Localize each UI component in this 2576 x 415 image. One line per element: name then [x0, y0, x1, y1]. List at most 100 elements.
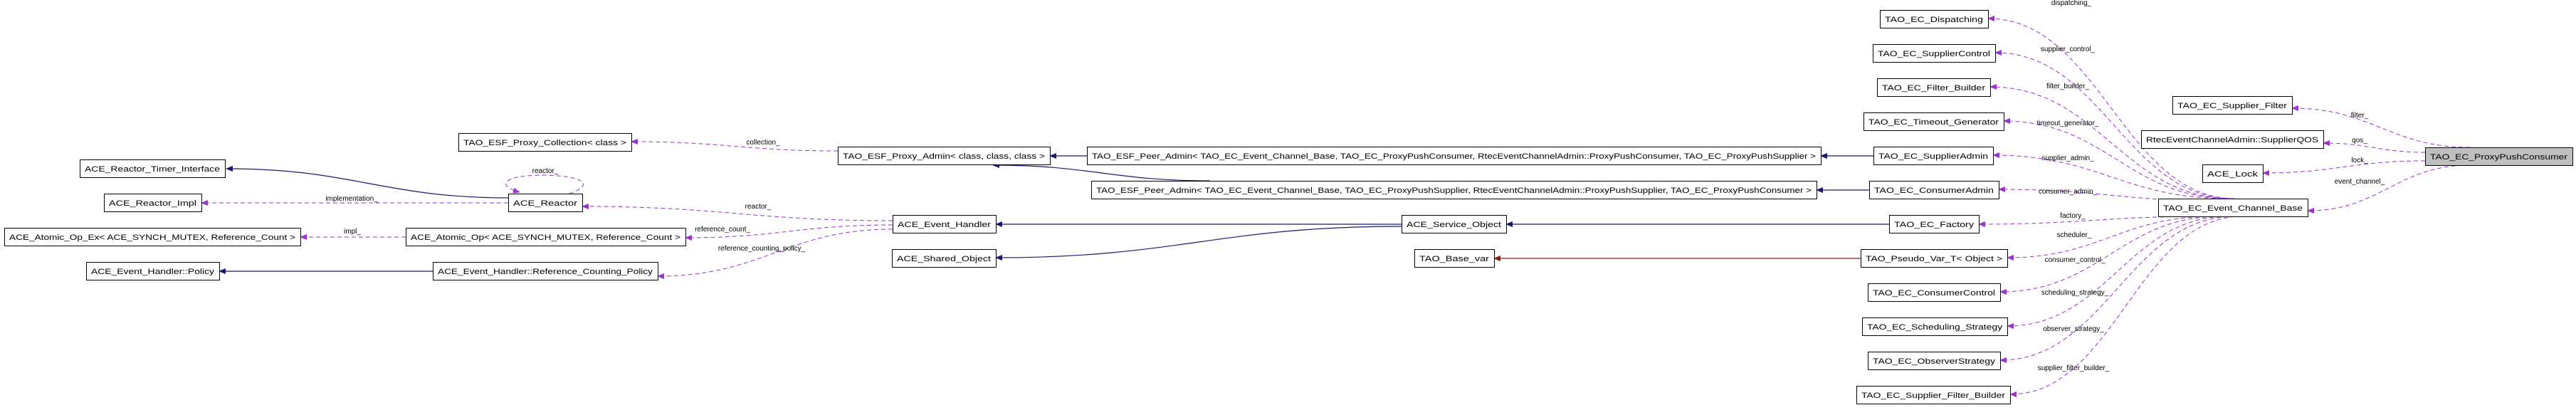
class-node-re[interactable]: ACE_Reactor: [508, 194, 583, 212]
edge-ecb-to-sa: supplier_admin_: [1992, 152, 2230, 199]
nodes-layer: TAO_EC_DispatchingTAO_EC_SupplierControl…: [4, 10, 2573, 404]
edge-ppc-to-ecb: event_channel_: [2307, 164, 2471, 214]
class-box: [406, 228, 686, 246]
class-box: [458, 133, 632, 152]
class-node-ri[interactable]: ACE_Reactor_Impl: [104, 194, 202, 212]
edge-label: consumer_control_: [2044, 256, 2105, 264]
inheritance-arrow: [226, 166, 510, 199]
edge-ecb-to-supctl: supplier_control_: [1994, 46, 2234, 199]
usage-arrow: [582, 204, 893, 221]
class-box: [508, 194, 583, 212]
class-name: TAO_EC_ProxyPushConsumer: [2430, 153, 2567, 162]
class-name: TAO_EC_ConsumerAdmin: [1874, 187, 1994, 195]
class-name: TAO_ESF_Proxy_Admin< class, class, class…: [843, 152, 1045, 161]
class-name: ACE_Reactor: [513, 199, 577, 208]
class-node-cc[interactable]: TAO_EC_ConsumerControl: [1868, 283, 2001, 302]
class-name: ACE_Lock: [2207, 170, 2259, 179]
inheritance-arrow: [995, 226, 1402, 261]
class-box: [2158, 199, 2308, 217]
class-node-pol[interactable]: ACE_Event_Handler::Policy: [86, 262, 220, 280]
class-node-so[interactable]: ACE_Service_Object: [1402, 215, 1507, 233]
class-name: TAO_Base_var: [1419, 255, 1489, 263]
class-node-rti[interactable]: ACE_Reactor_Timer_Interface: [80, 159, 226, 178]
class-box: [1889, 215, 1980, 233]
class-box: [1861, 249, 2008, 268]
class-node-ppc[interactable]: TAO_EC_ProxyPushConsumer: [2425, 147, 2573, 166]
edge-label: filter_builder_: [2046, 83, 2089, 90]
edge-ecb-to-os: observer_strategy_: [1999, 216, 2236, 363]
class-box: [2141, 130, 2324, 149]
class-box: [1863, 112, 2004, 131]
class-box: [893, 215, 997, 233]
class-box: [2425, 147, 2573, 166]
usage-arrow: [2323, 140, 2426, 153]
class-name: TAO_EC_SupplierControl: [1878, 50, 1990, 58]
class-node-fb[interactable]: TAO_EC_Filter_Builder: [1877, 78, 1991, 97]
edge-ppc-to-qos: qos_: [2323, 137, 2426, 153]
class-name: TAO_EC_Scheduling_Strategy: [1867, 323, 2003, 332]
class-node-eh[interactable]: ACE_Event_Handler: [893, 215, 997, 233]
class-box: [892, 249, 997, 268]
class-node-ecb[interactable]: TAO_EC_Event_Channel_Base: [2158, 199, 2308, 217]
edge-label: event_channel_: [2335, 178, 2385, 186]
class-box: [1880, 10, 1989, 28]
edges-layer: implementation_reactor_impl_collection_r…: [201, 0, 2471, 397]
class-node-sa[interactable]: TAO_EC_SupplierAdmin: [1873, 147, 1994, 165]
class-name: TAO_EC_Supplier_Filter_Builder: [1861, 392, 2005, 400]
edge-label: filter_: [2351, 112, 2369, 120]
class-node-peer1[interactable]: TAO_ESF_Peer_Admin< TAO_EC_Event_Channel…: [1087, 147, 1821, 165]
class-node-ss[interactable]: TAO_EC_Scheduling_Strategy: [1862, 317, 2008, 336]
usage-arrow: [1999, 216, 2222, 295]
usage-arrow: [1999, 216, 2236, 363]
class-node-fac[interactable]: TAO_EC_Factory: [1889, 215, 1980, 233]
class-node-lock[interactable]: ACE_Lock: [2202, 164, 2264, 183]
edge-re-to-rti: [226, 166, 510, 199]
edge-label: supplier_filter_builder_: [2038, 364, 2110, 372]
class-node-bv[interactable]: TAO_Base_var: [1414, 249, 1495, 268]
class-node-disp[interactable]: TAO_EC_Dispatching: [1880, 10, 1989, 28]
class-node-pvt[interactable]: TAO_Pseudo_Var_T< Object >: [1861, 249, 2008, 268]
class-box: [2172, 96, 2293, 115]
class-node-supctl[interactable]: TAO_EC_SupplierControl: [1873, 44, 1996, 63]
class-name: TAO_Pseudo_Var_T< Object >: [1866, 255, 2002, 263]
edge-so-to-sho: [995, 226, 1402, 261]
class-node-qos[interactable]: RtecEventChannelAdmin::SupplierQOS: [2141, 130, 2324, 149]
class-node-rcp[interactable]: ACE_Event_Handler::Reference_Counting_Po…: [433, 262, 658, 280]
class-box: [1873, 44, 1996, 63]
class-name: ACE_Atomic_Op< ACE_SYNCH_MUTEX, Referenc…: [411, 233, 680, 242]
usage-arrow: [505, 174, 584, 194]
class-node-sf[interactable]: TAO_EC_Supplier_Filter: [2172, 96, 2293, 115]
edge-eh-to-re: reactor_: [582, 203, 893, 221]
class-box: [1856, 386, 2011, 404]
class-node-peer2[interactable]: TAO_ESF_Peer_Admin< TAO_EC_Event_Channel…: [1091, 181, 1817, 199]
class-name: TAO_EC_Supplier_Filter: [2177, 102, 2287, 110]
class-node-tg[interactable]: TAO_EC_Timeout_Generator: [1863, 112, 2004, 131]
class-name: TAO_EC_Dispatching: [1885, 16, 1983, 24]
class-node-sho[interactable]: ACE_Shared_Object: [892, 249, 997, 268]
class-node-os[interactable]: TAO_EC_ObserverStrategy: [1868, 352, 2001, 370]
class-box: [1087, 147, 1821, 165]
class-node-ao[interactable]: ACE_Atomic_Op< ACE_SYNCH_MUTEX, Referenc…: [406, 228, 686, 246]
class-box: [1869, 181, 1999, 199]
usage-arrow: [1987, 16, 2236, 199]
class-node-ca[interactable]: TAO_EC_ConsumerAdmin: [1869, 181, 1999, 199]
class-name: TAO_EC_Filter_Builder: [1882, 84, 1985, 93]
usage-arrow: [2007, 216, 2229, 329]
usage-arrow: [2009, 216, 2243, 397]
class-name: TAO_EC_SupplierAdmin: [1878, 152, 1988, 161]
usage-arrow: [2007, 216, 2214, 261]
inheritance-arrow: [992, 162, 1211, 182]
edge-ao-to-aoe: impl_: [300, 228, 406, 240]
edge-label: reactor_: [745, 203, 772, 211]
class-box: [1868, 352, 2001, 370]
class-node-aoe[interactable]: ACE_Atomic_Op_Ex< ACE_SYNCH_MUTEX, Refer…: [4, 228, 301, 246]
edge-label: observer_strategy_: [2043, 325, 2104, 333]
usage-arrow: [1989, 84, 2233, 199]
usage-arrow: [657, 228, 893, 279]
edge-label: reactor_: [532, 167, 559, 175]
class-node-pa[interactable]: TAO_ESF_Proxy_Admin< class, class, class…: [838, 147, 1051, 165]
class-node-pc[interactable]: TAO_ESF_Proxy_Collection< class >: [458, 133, 632, 152]
class-box: [1868, 283, 2001, 302]
edge-ppc-to-sf: filter_: [2291, 105, 2471, 148]
class-node-sfb[interactable]: TAO_EC_Supplier_Filter_Builder: [1856, 386, 2011, 404]
